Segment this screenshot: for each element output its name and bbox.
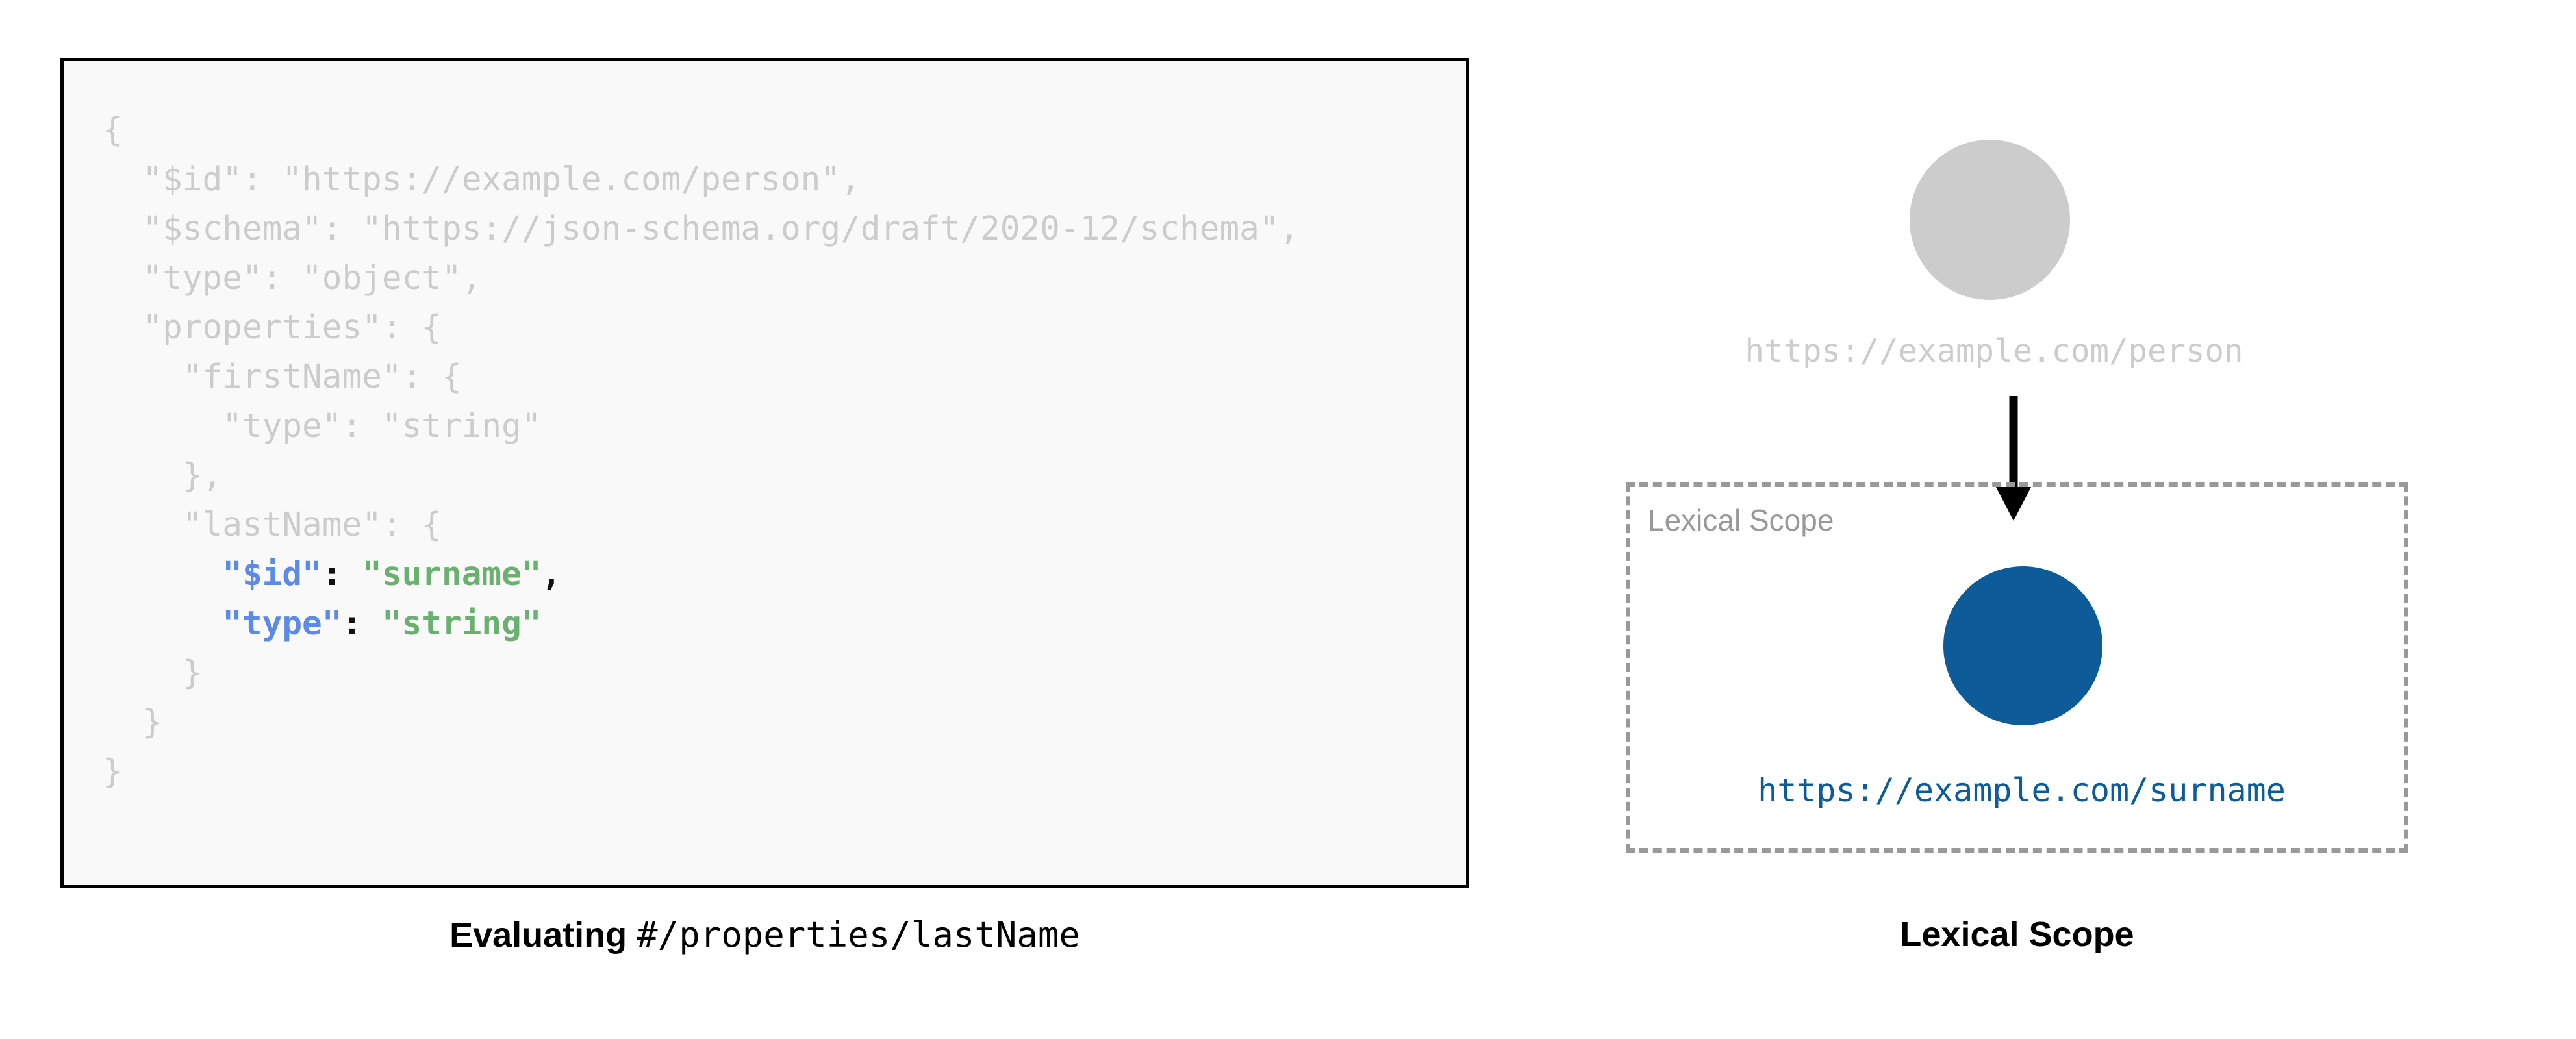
code-token: "lastName": {: [182, 506, 442, 544]
left-caption-bold-text: Evaluating: [449, 916, 627, 955]
code-token: },: [182, 457, 223, 495]
right-panel-caption: Lexical Scope: [1900, 915, 2134, 954]
code-line: "$id": "https://example.com/person",: [103, 155, 1299, 205]
code-token: "firstName": {: [182, 358, 462, 396]
code-line: }: [103, 698, 1299, 747]
code-panel: { "$id": "https://example.com/person", "…: [60, 58, 1469, 955]
code-line: "properties": {: [103, 303, 1299, 353]
code-line: "type": "string": [103, 599, 1299, 649]
left-panel-caption: Evaluating #/properties/lastName: [60, 914, 1469, 955]
code-token: "type": "object",: [142, 259, 482, 297]
code-token: "$schema": "https://json-schema.org/draf…: [142, 210, 1300, 248]
outer-schema-node-circle-icon: [1910, 140, 2070, 300]
code-token: }: [182, 654, 203, 692]
left-caption-json-pointer: #/properties/lastName: [637, 914, 1080, 955]
code-token: }: [103, 753, 123, 791]
code-line: "firstName": {: [103, 353, 1299, 402]
code-token: }: [142, 703, 163, 742]
code-token: ,: [541, 555, 562, 594]
code-line: "lastName": {: [103, 501, 1299, 550]
code-line: "$id": "surname",: [103, 550, 1299, 599]
json-schema-code: { "$id": "https://example.com/person", "…: [103, 106, 1299, 797]
downward-arrow-icon: [1996, 396, 2031, 521]
lexical-scope-diagram-panel: https://example.com/person Lexical Scope…: [1539, 0, 2576, 1039]
code-line: }: [103, 649, 1299, 698]
code-line: "$schema": "https://json-schema.org/draf…: [103, 205, 1299, 254]
code-line: "type": "string": [103, 402, 1299, 451]
code-line: {: [103, 106, 1299, 155]
code-line: },: [103, 451, 1299, 501]
code-token: :: [322, 555, 342, 594]
code-token: "type": "string": [222, 407, 542, 445]
code-line: }: [103, 747, 1299, 797]
inner-schema-node-circle-icon: [1943, 566, 2102, 725]
code-token: {: [103, 111, 123, 149]
code-token: "$id": [222, 555, 322, 594]
code-token: [342, 555, 362, 594]
code-token: "type": [222, 605, 342, 643]
outer-schema-node-label: https://example.com/person: [1745, 332, 2243, 369]
code-token: "surname": [362, 555, 542, 594]
lexical-scope-box: Lexical Scope https://example.com/surnam…: [1626, 482, 2408, 853]
code-token: "string": [381, 605, 542, 643]
lexical-scope-box-label: Lexical Scope: [1648, 503, 1834, 537]
inner-schema-node-label: https://example.com/surname: [1758, 771, 2286, 809]
json-schema-code-card: { "$id": "https://example.com/person", "…: [60, 58, 1469, 888]
code-token: "properties": {: [142, 308, 442, 347]
code-token: :: [342, 605, 362, 643]
code-token: "$id": "https://example.com/person",: [142, 160, 861, 199]
code-line: "type": "object",: [103, 254, 1299, 303]
code-token: [362, 605, 382, 643]
